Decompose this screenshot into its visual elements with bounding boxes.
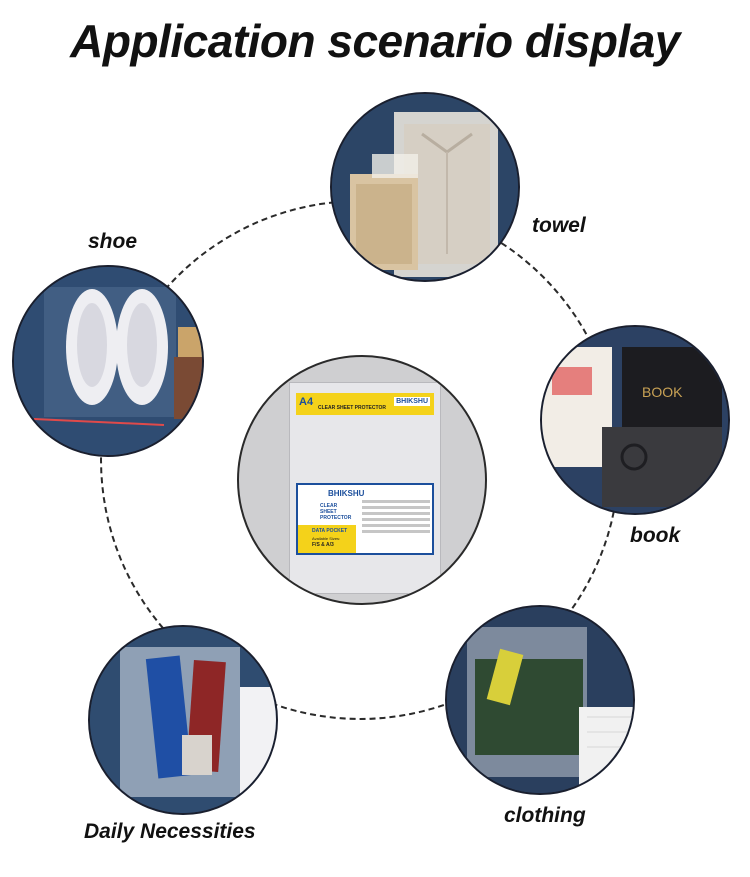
feature-list [362,497,430,551]
book-photo: BOOK [540,325,730,515]
towel-photo [330,92,520,282]
page-title: Application scenario display [70,15,680,67]
label-daily-necessities: Daily Necessities [84,820,256,843]
pocket-sizes: F/S & A/3 [312,542,334,548]
panel-title: CLEAR SHEET PROTECTOR [320,503,352,521]
size-badge: A4 [299,396,314,408]
header-text: CLEAR SHEET PROTECTOR [318,405,386,411]
header-brand: BHIKSHU [394,397,430,406]
pocket-box: DATA POCKET Available Sizes: F/S & A/3 [298,525,356,553]
label-shoe: shoe [88,230,138,253]
label-towel: towel [532,214,586,237]
info-card: BHIKSHU CLEAR SHEET PROTECTOR DATA POCKE… [296,483,434,555]
pocket-sub: Available Sizes: [312,536,341,541]
brand-logo: BHIKSHU [328,489,365,498]
daily-necessities-photo [88,625,278,815]
shoe-photo [12,265,204,457]
header-strip: A4 CLEAR SHEET PROTECTOR BHIKSHU [296,393,434,415]
svg-text:BOOK: BOOK [642,384,683,400]
pocket-title: DATA POCKET [312,528,348,534]
label-clothing: clothing [504,804,586,827]
label-book: book [630,524,681,547]
clothing-photo [445,605,635,795]
center-product-photo: A4 CLEAR SHEET PROTECTOR BHIKSHU BHIKSHU… [237,355,487,605]
sheet-protector: A4 CLEAR SHEET PROTECTOR BHIKSHU BHIKSHU… [289,382,441,594]
